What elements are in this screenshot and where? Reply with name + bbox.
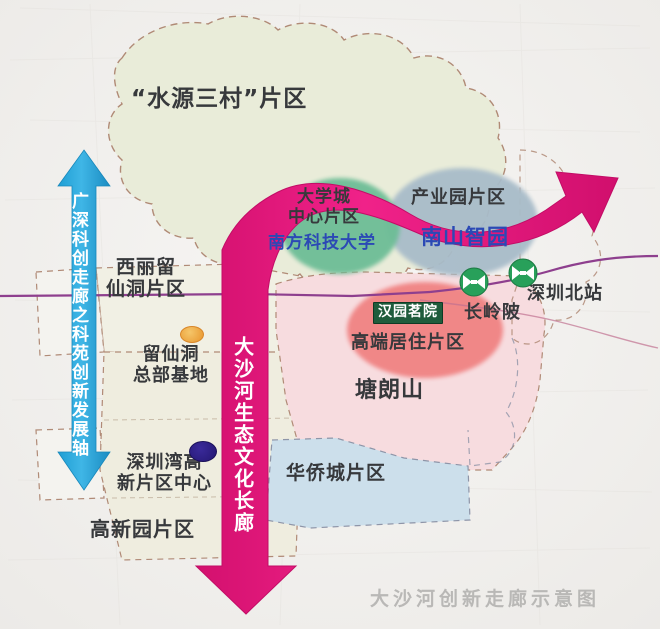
station-label-changlingpi: 长岭陂	[464, 302, 521, 323]
map-caption: 大沙河创新走廊示意图	[370, 588, 601, 610]
corridor-dashahe-shape	[194, 171, 619, 615]
marker-label-shenzhenwan: 深圳湾高 新片区中心	[117, 452, 212, 495]
region-label-xilie-liuxiandong: 西丽留 仙洞片区	[106, 256, 187, 301]
poi-box-hanyuanmingyuan[interactable]: 汉园茗院	[373, 302, 443, 324]
station-label-shenzhenbei: 深圳北站	[527, 283, 603, 304]
station-icon-shenzhenbei[interactable]	[508, 258, 538, 288]
zone-label-chanyeyuan: 产业园片区	[411, 187, 506, 208]
corridor-label-dashahe: 大沙河生态文化长廊	[230, 336, 255, 534]
corridor-keyuan-shape	[57, 149, 111, 491]
region-label-huaqiaocheng: 华侨城片区	[286, 462, 387, 484]
marker-dot-liuxiandong[interactable]	[180, 326, 204, 343]
region-gaoxinyuan-divider	[103, 417, 303, 421]
region-east-open	[511, 149, 602, 345]
zone-sublabel-nanshan-zhiyuan: 南山智园	[421, 225, 509, 249]
region-label-gaoxinyuan: 高新园片区	[90, 517, 195, 541]
region-huaqiaocheng	[265, 437, 471, 529]
corridor-label-keyuan-axis: 广深科创走廊之科苑创新发展轴	[68, 192, 89, 458]
region-label-tanglangshan: 塘朗山	[355, 378, 425, 403]
zone-sublabel-nanfang-keji-daxue: 南方科技大学	[268, 233, 376, 253]
marker-dot-shenzhenwan[interactable]	[189, 441, 217, 462]
zone-label-daxuecheng: 大学城 中心片区	[288, 187, 360, 228]
zone-label-gaoduan-juzhu: 高端居住片区	[351, 332, 465, 353]
zone-chanyeyuan	[386, 168, 538, 276]
region-label-shuiyuan-sancun: “水源三村”片区	[131, 86, 308, 112]
station-icon-changlingpi[interactable]	[459, 267, 489, 297]
region-east-open-lower	[467, 337, 519, 467]
marker-label-liuxiandong: 留仙洞 总部基地	[133, 344, 209, 387]
rail-line-branch	[419, 299, 659, 349]
rail-line-west	[0, 290, 431, 298]
